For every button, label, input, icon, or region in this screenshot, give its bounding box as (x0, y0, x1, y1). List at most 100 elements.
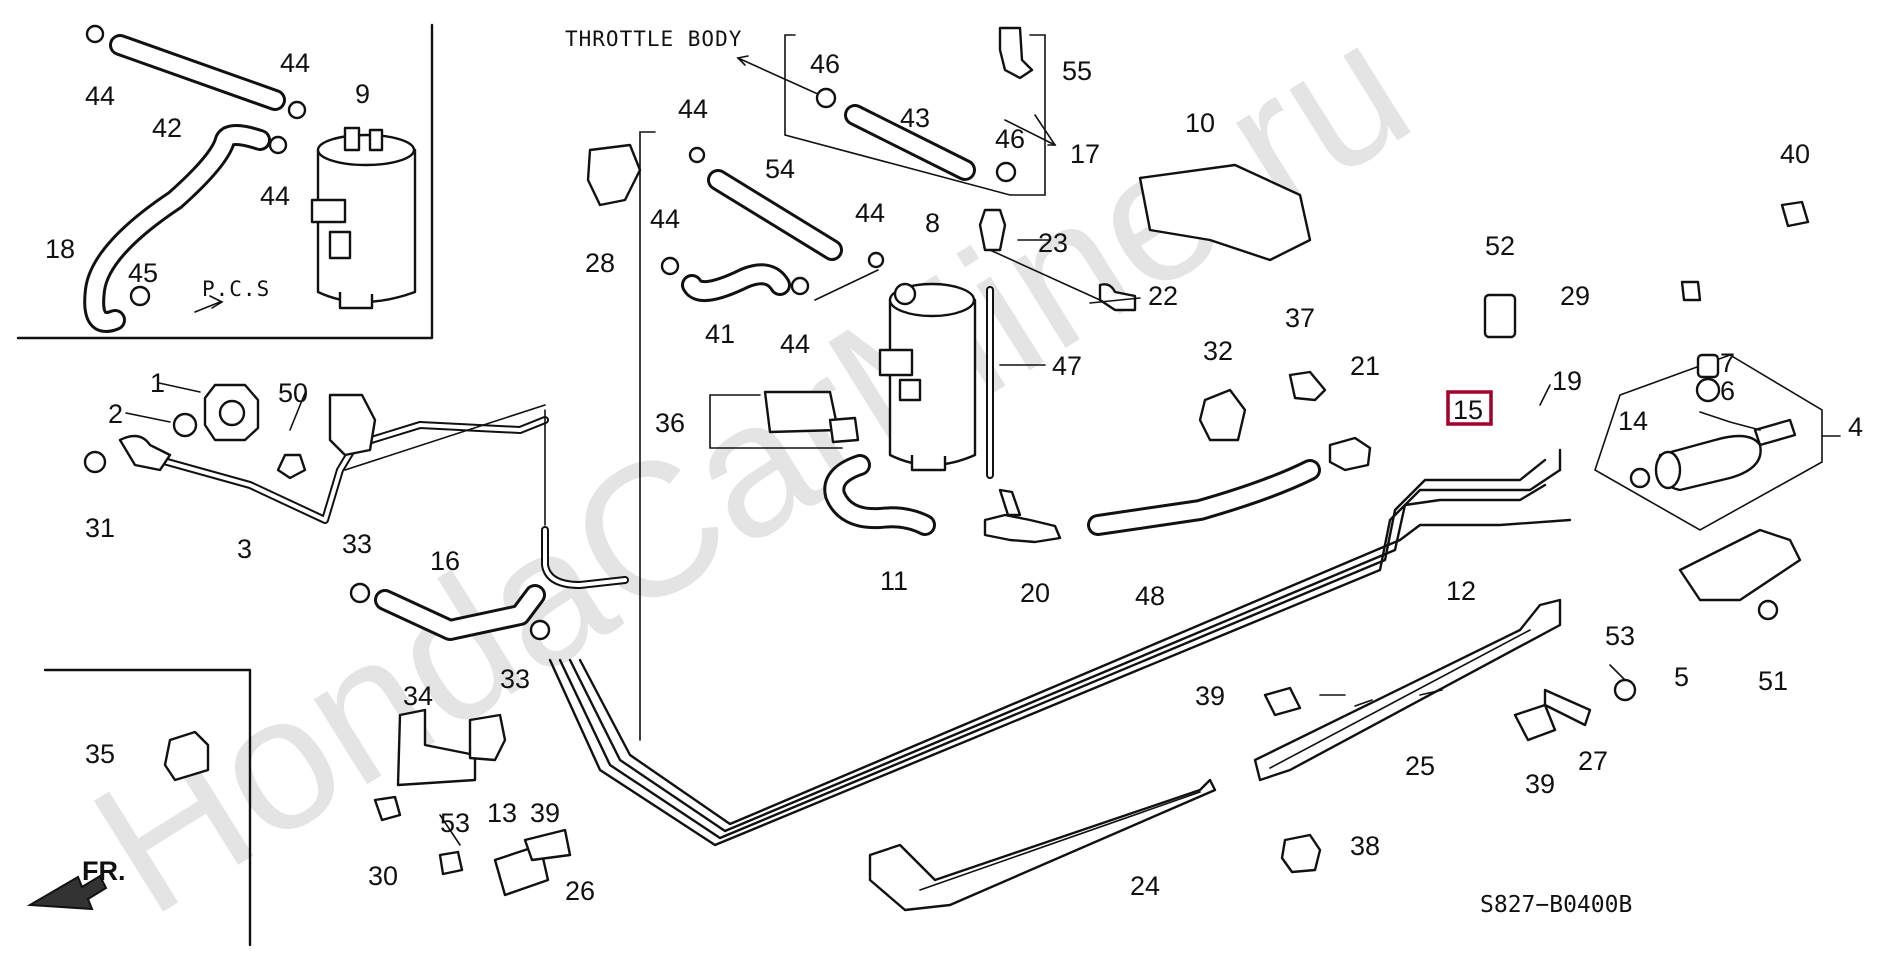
label-18: 18 (45, 234, 75, 264)
label-17: 17 (1070, 139, 1100, 169)
label-35: 35 (85, 739, 115, 769)
label-19: 19 (1552, 366, 1582, 396)
label-30: 30 (368, 861, 398, 891)
label-37: 37 (1285, 303, 1315, 333)
label-13: 13 (487, 798, 517, 828)
label-39a: 39 (1195, 681, 1225, 711)
label-51: 51 (1758, 666, 1788, 696)
label-10: 10 (1185, 108, 1215, 138)
label-38: 38 (1350, 831, 1380, 861)
clamp-28 (586, 143, 642, 207)
throttle-body-caption: THROTTLE BODY (565, 27, 742, 51)
rail-24 (868, 778, 1217, 912)
label-20: 20 (1020, 578, 1050, 608)
label-52: 52 (1485, 231, 1515, 261)
part-labels: 1 2 3 4 5 6 7 8 9 10 11 12 13 14 15 16 1… (45, 48, 1863, 906)
lower-left-brackets (163, 708, 572, 897)
label-44f: 44 (780, 329, 810, 359)
label-14: 14 (1618, 406, 1648, 436)
bracket-10 (1138, 163, 1312, 262)
joint-20-hose-48 (983, 459, 1321, 544)
label-42: 42 (152, 113, 182, 143)
label-6: 6 (1720, 376, 1735, 406)
label-28: 28 (585, 248, 615, 278)
clip-52 (1483, 293, 1517, 339)
label-39b: 39 (530, 798, 560, 828)
clip-33-a (349, 582, 371, 604)
label-53a: 53 (440, 808, 470, 838)
label-44d: 44 (678, 94, 708, 124)
joint-21 (1328, 436, 1372, 472)
fuel-lines (156, 404, 1572, 847)
label-12: 12 (1446, 576, 1476, 606)
bolt-53-b (1613, 678, 1637, 702)
left-fittings (83, 383, 377, 480)
label-26: 26 (565, 876, 595, 906)
label-31: 31 (85, 513, 115, 543)
label-9: 9 (355, 79, 370, 109)
highlight-box (1446, 390, 1493, 426)
label-25: 25 (1405, 751, 1435, 781)
connector-36 (709, 390, 860, 449)
label-54: 54 (765, 154, 795, 184)
label-44c: 44 (260, 181, 290, 211)
label-22: 22 (1148, 281, 1178, 311)
label-7: 7 (1720, 348, 1735, 378)
label-16: 16 (430, 546, 460, 576)
pipe-47-and-joint-23 (978, 208, 1101, 479)
label-36: 36 (655, 408, 685, 438)
label-43: 43 (900, 103, 930, 133)
charcoal-canister (878, 282, 977, 472)
label-48: 48 (1135, 581, 1165, 611)
label-15: 15 (1453, 395, 1483, 425)
clip-33-b (529, 619, 551, 641)
label-5: 5 (1674, 662, 1689, 692)
evap-inset-frame (16, 23, 434, 340)
clip-39-a (1263, 686, 1302, 717)
label-46a: 46 (810, 49, 840, 79)
pcs-caption: P.C.S (202, 277, 270, 301)
label-34: 34 (403, 681, 433, 711)
label-33a: 33 (342, 529, 372, 559)
leader-lines (125, 114, 1841, 846)
label-3: 3 (237, 534, 252, 564)
label-21: 21 (1350, 351, 1380, 381)
label-41: 41 (705, 319, 735, 349)
clip-37 (1288, 370, 1327, 402)
front-arrow: FR. (26, 856, 126, 911)
label-29: 29 (1560, 281, 1590, 311)
label-44g: 44 (855, 198, 885, 228)
throttle-body-bracket (784, 34, 1046, 196)
label-53b: 53 (1605, 621, 1635, 651)
label-40: 40 (1780, 139, 1810, 169)
label-32: 32 (1203, 336, 1233, 366)
label-2: 2 (108, 399, 123, 429)
label-50: 50 (278, 378, 308, 408)
diagram-code: S827−B0400B (1480, 892, 1632, 918)
label-39c: 39 (1525, 769, 1555, 799)
label-55: 55 (1062, 56, 1092, 86)
label-46b: 46 (995, 124, 1025, 154)
label-47: 47 (1052, 351, 1082, 381)
label-8: 8 (925, 208, 940, 238)
label-44a: 44 (85, 81, 115, 111)
clip-22 (1098, 283, 1137, 312)
throttle-body-hoses (660, 26, 1034, 303)
bracket-27 (1543, 688, 1592, 727)
clamp-32 (1198, 388, 1247, 442)
fuel-filter-assembly (1594, 200, 1823, 621)
label-45: 45 (128, 258, 158, 288)
label-44e: 44 (650, 204, 680, 234)
canister-group-bracket (639, 131, 656, 741)
svg-text:FR.: FR. (82, 856, 126, 886)
clip-39-b (1513, 703, 1557, 742)
label-44b: 44 (280, 48, 310, 78)
label-11: 11 (880, 566, 908, 596)
evap-inset (83, 24, 417, 333)
label-33b: 33 (500, 664, 530, 694)
bracket-inset-frame (43, 668, 252, 947)
label-24: 24 (1130, 871, 1160, 901)
label-4: 4 (1848, 412, 1863, 442)
label-23: 23 (1038, 228, 1068, 258)
